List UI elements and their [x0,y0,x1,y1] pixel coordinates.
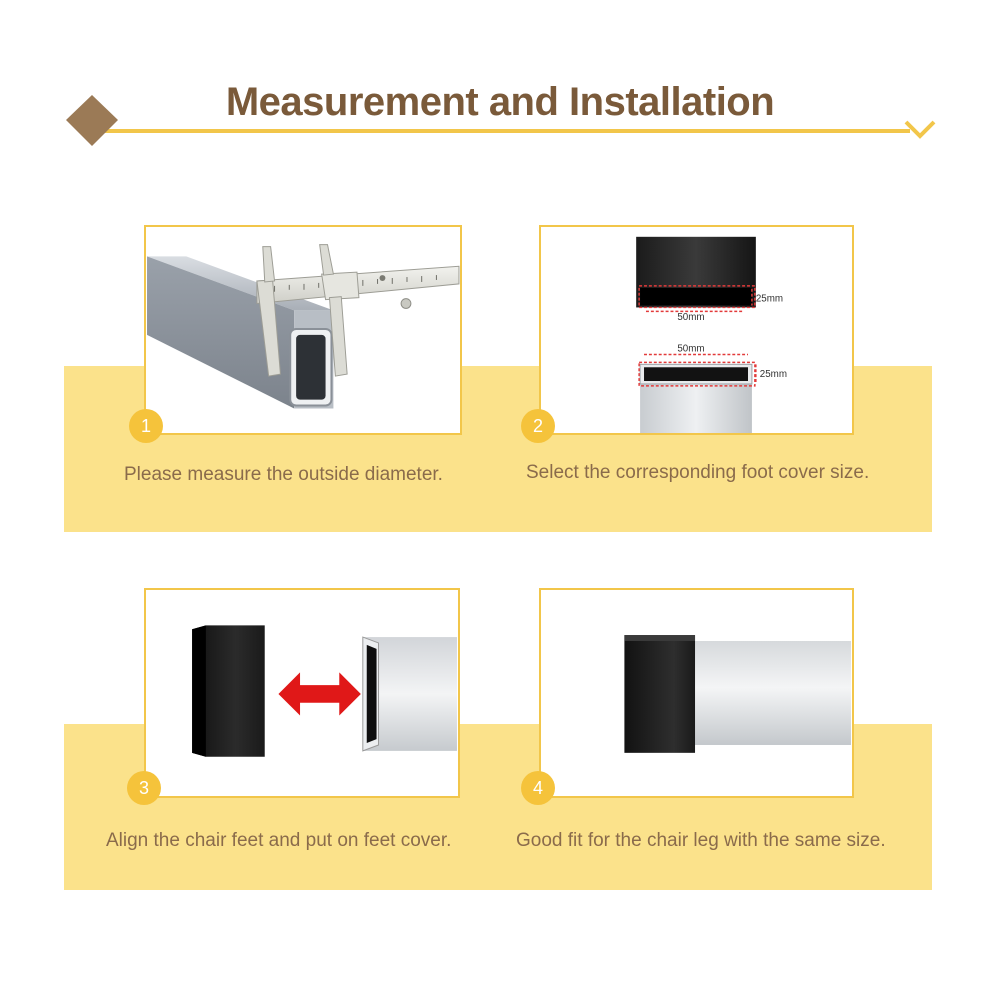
header: Measurement and Installation [0,0,1000,170]
align-illustration [192,625,457,757]
page-title: Measurement and Installation [225,80,775,124]
step-2-caption: Select the corresponding foot cover size… [526,462,870,483]
caliper-measure-illustration [147,244,460,409]
step-3-badge: 3 [127,771,161,805]
tube-width-label: 50mm [677,344,704,355]
header-decoration [66,95,936,146]
cover-height-label: 25mm [756,294,783,305]
step-4-image [539,588,854,798]
step-3-caption: Align the chair feet and put on feet cov… [106,830,452,851]
cover-width-label: 50mm [677,312,704,323]
step-2-badge: 2 [521,409,555,443]
double-arrow-icon [278,672,361,716]
size-diagram: 50mm 25mm 50mm 25mm [636,236,787,433]
fitted-illustration [624,635,851,753]
foot-cover-shape [192,625,265,757]
foot-cover-shape [624,635,696,753]
step-2-image: 50mm 25mm 50mm 25mm [539,225,854,435]
chevron-down-icon [904,120,936,139]
step-3-image [144,588,460,798]
step-1-image [144,225,462,435]
tube-height-label: 25mm [760,369,787,380]
step-1-caption: Please measure the outside diameter. [124,464,443,485]
step-4-badge: 4 [521,771,555,805]
tube-shape [689,641,851,745]
step-1-badge: 1 [129,409,163,443]
diamond-icon [66,95,118,146]
step-4-caption: Good fit for the chair leg with the same… [516,830,886,851]
